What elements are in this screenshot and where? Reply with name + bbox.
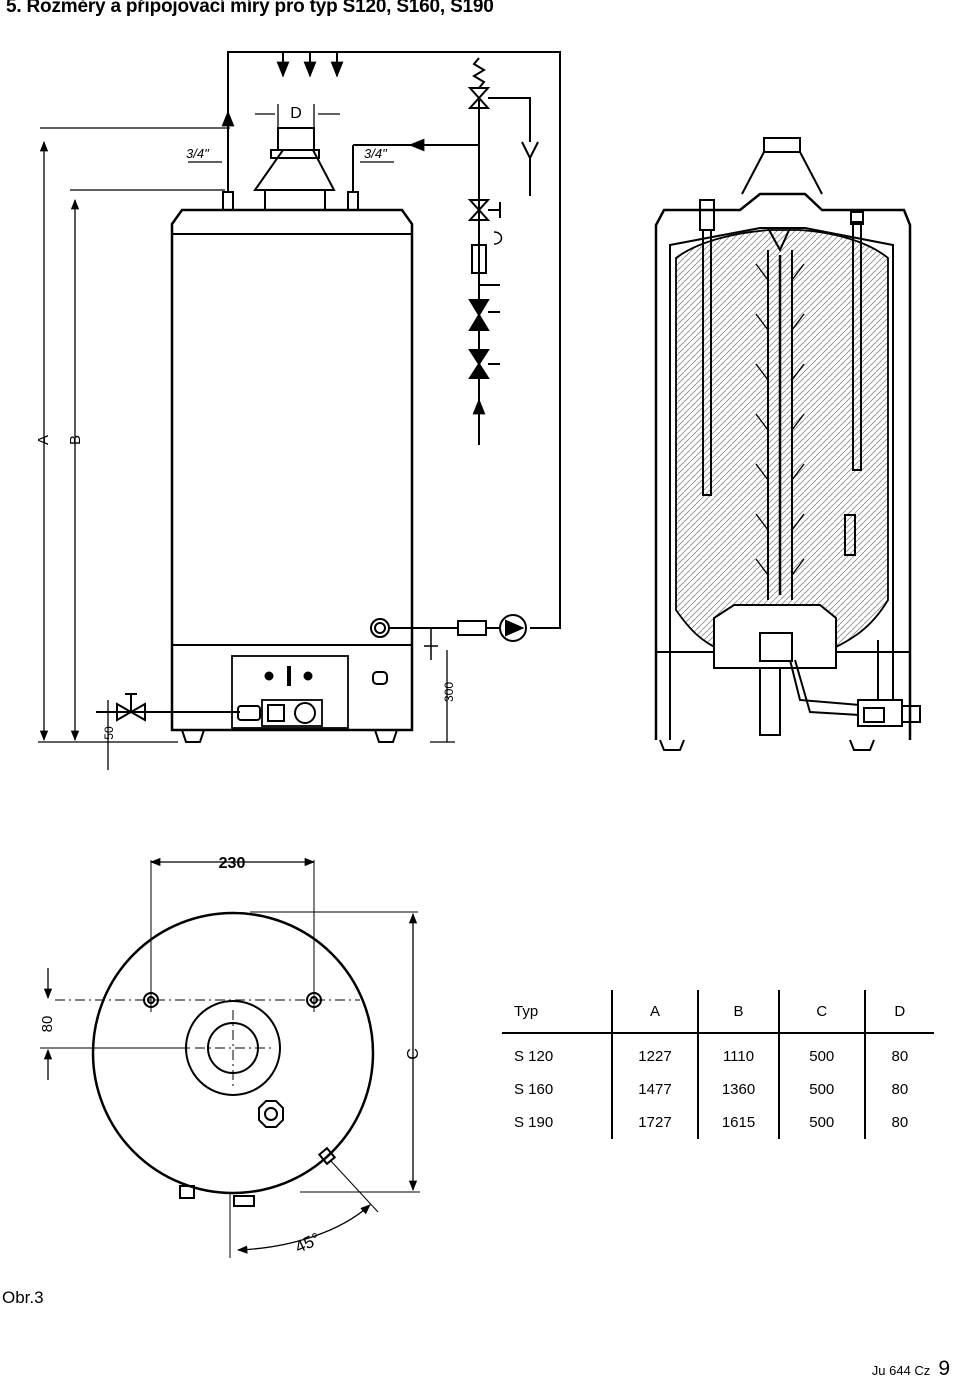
- table-cell: 500: [777, 1106, 865, 1139]
- front-view: [38, 51, 561, 770]
- angle-label: 45°: [292, 1229, 323, 1257]
- table-cell: S 190: [514, 1114, 554, 1131]
- table-row: S 160 1477 1360 500 80: [502, 1073, 934, 1106]
- dimension-table: Typ A B C D S 120 1227 1110 500 80 S 160…: [502, 990, 934, 1139]
- dim-c-label: C: [405, 1048, 422, 1060]
- table-cell: 80: [863, 1073, 934, 1106]
- dim-300-label: 300: [442, 682, 456, 702]
- table-cell: 1110: [697, 1033, 779, 1073]
- dim-b-label: B: [67, 435, 84, 445]
- page-footer: Ju 644 Cz 9: [872, 1357, 950, 1381]
- table-header-cell: A: [610, 990, 699, 1034]
- thread-left-label: 3/4": [186, 146, 210, 161]
- table-cell: 1360: [697, 1073, 779, 1106]
- table-header-row: Typ A B C D: [502, 990, 934, 1034]
- table-cell: 1477: [610, 1073, 699, 1106]
- top-view: [40, 857, 420, 1258]
- table-header-cell: D: [863, 990, 934, 1034]
- dim-a-label: A: [35, 435, 52, 445]
- page-title: 5. Rozměry a připojovací míry pro typ S1…: [6, 0, 494, 17]
- page-number: 9: [938, 1357, 950, 1380]
- dim-50-label: 50: [102, 726, 116, 740]
- section-view: [654, 137, 921, 751]
- table-cell: 1615: [697, 1106, 779, 1139]
- table-header-cell: Typ: [502, 990, 612, 1034]
- table-header-cell: C: [777, 990, 865, 1034]
- table-row: S 120 1227 1110 500 80: [502, 1033, 934, 1073]
- table-cell: 80: [863, 1106, 934, 1139]
- dim-230-label: 230: [219, 855, 246, 872]
- table-cell: 80: [863, 1033, 934, 1073]
- table-cell: 1227: [610, 1033, 699, 1073]
- thread-right-label: 3/4": [364, 146, 388, 161]
- table-cell: S 160: [514, 1081, 554, 1098]
- table-cell: 1727: [610, 1106, 699, 1139]
- figure-label: Obr.3: [2, 1288, 44, 1307]
- dim-d-label: D: [290, 105, 302, 122]
- table-row: S 190 1727 1615 500 80: [502, 1106, 934, 1139]
- table-cell: S 120: [514, 1048, 554, 1065]
- dim-80-label: 80: [39, 1016, 56, 1033]
- table-cell: 500: [777, 1073, 865, 1106]
- table-header-cell: B: [697, 990, 779, 1034]
- table-cell: 500: [777, 1033, 865, 1073]
- doc-code: Ju 644 Cz: [871, 1363, 931, 1378]
